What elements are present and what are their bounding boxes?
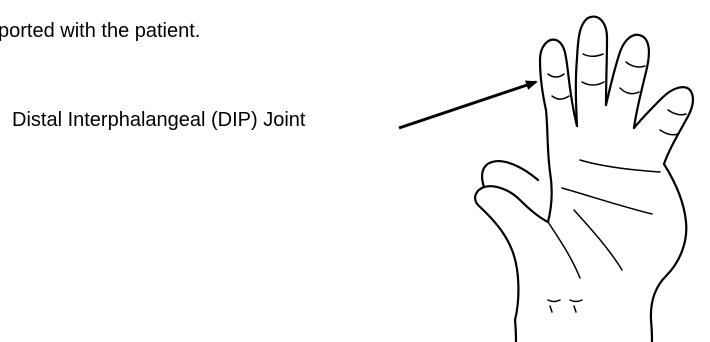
hand-outline <box>475 17 693 342</box>
hand-creases <box>548 54 686 312</box>
callout-arrow <box>399 82 536 128</box>
